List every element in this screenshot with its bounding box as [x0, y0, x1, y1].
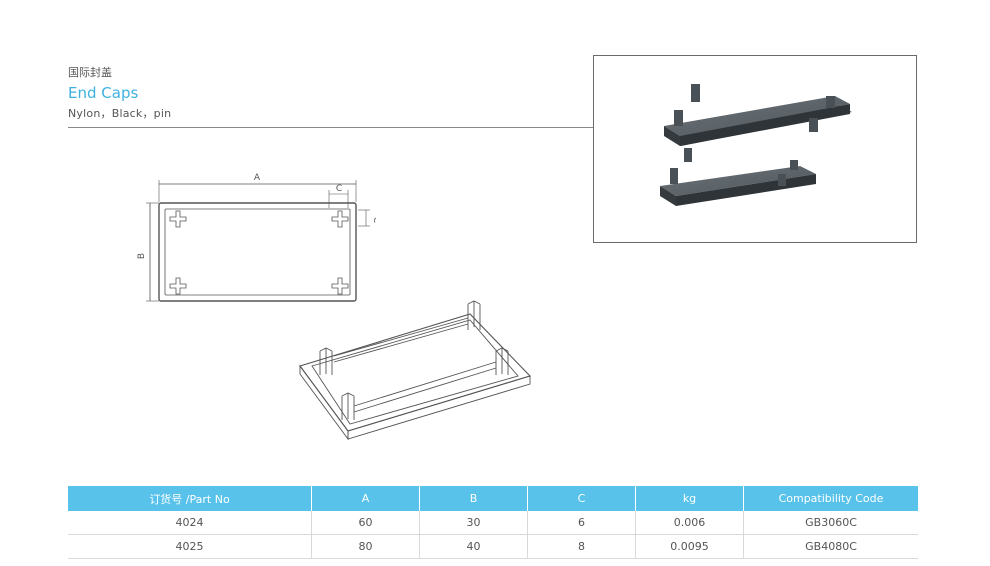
cell-part-no: 4025 [68, 534, 312, 559]
header-divider [68, 127, 594, 128]
cell-c: 6 [527, 511, 636, 535]
col-header-part-no: 订货号 /Part No [68, 486, 312, 511]
table-header-row: 订货号 /Part No A B C kg Compatibility Code [68, 486, 918, 511]
col-header-kg: kg [635, 486, 744, 511]
spec-table: 订货号 /Part No A B C kg Compatibility Code… [68, 486, 918, 559]
col-header-compatibility: Compatibility Code [743, 486, 918, 511]
cell-kg: 0.0095 [635, 534, 744, 559]
col-header-b: B [419, 486, 528, 511]
dim-b-label: B [137, 253, 147, 259]
product-photo [593, 55, 917, 243]
page-subtitle: Nylon，Black，pin [68, 107, 172, 120]
cell-compatibility: GB4080C [743, 534, 918, 559]
dim-c-side-label: C [371, 217, 376, 223]
cell-c: 8 [527, 534, 636, 559]
cell-kg: 0.006 [635, 511, 744, 535]
dim-a-label: A [254, 173, 261, 183]
end-caps-photo-image [660, 84, 852, 206]
dimension-drawing: A C B C [136, 168, 376, 308]
cell-compatibility: GB3060C [743, 511, 918, 535]
col-header-c: C [527, 486, 636, 511]
table-row: 4024 60 30 6 0.006 GB3060C [68, 511, 918, 535]
cell-b: 40 [419, 534, 528, 559]
table-row: 4025 80 40 8 0.0095 GB4080C [68, 534, 918, 559]
cell-part-no: 4024 [68, 511, 312, 535]
category-label-cn: 国际封盖 [68, 66, 112, 79]
cell-a: 80 [311, 534, 420, 559]
cell-a: 60 [311, 511, 420, 535]
cell-b: 30 [419, 511, 528, 535]
isometric-drawing [290, 296, 550, 446]
page-title: End Caps [68, 84, 139, 102]
dim-c-top-label: C [336, 184, 342, 194]
col-header-a: A [311, 486, 420, 511]
